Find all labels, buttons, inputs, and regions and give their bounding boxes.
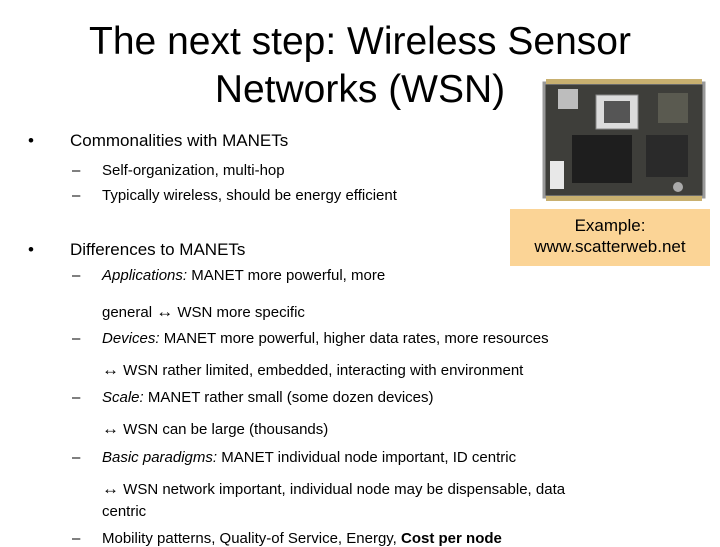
diff-mobility: Mobility patterns, Quality-of Service, E… — [102, 530, 502, 547]
slide-title: The next step: Wireless Sensor Networks … — [89, 20, 631, 111]
dash-marker: – — [72, 162, 81, 179]
dash-marker: – — [72, 449, 81, 466]
diff-applications-line1: Applications: MANET more powerful, more — [102, 267, 385, 284]
paradigms-wsn: WSN network important, individual node m… — [119, 481, 566, 498]
diff-scale-line2: ↔ WSN can be large (thousands) — [102, 419, 328, 439]
diff-paradigms-line1: Basic paradigms: MANET individual node i… — [102, 449, 516, 466]
sub-wireless: Typically wireless, should be energy eff… — [102, 187, 397, 204]
bullet-commonalities: Commonalities with MANETs — [70, 131, 289, 150]
diff-devices-line1: Devices: MANET more powerful, higher dat… — [102, 330, 549, 347]
bullet-marker: • — [28, 240, 34, 259]
dash-marker: – — [72, 389, 81, 406]
diff-paradigms-line3: centric — [102, 503, 147, 520]
dash-marker: – — [72, 530, 81, 547]
dash-marker: – — [72, 330, 81, 347]
devices-label: Devices: — [102, 330, 160, 347]
dash-marker: – — [72, 267, 81, 284]
applications-label: Applications: — [102, 267, 188, 284]
example-label: Example: — [574, 216, 646, 235]
dash-marker: – — [72, 187, 81, 204]
bullet-marker: • — [28, 131, 34, 150]
paradigms-text: MANET individual node important, ID cent… — [217, 449, 517, 466]
sensor-board-image — [542, 79, 706, 201]
bidirectional-arrow-icon: ↔ — [102, 419, 119, 438]
diff-applications-line2: general ↔ WSN more specific — [102, 302, 305, 322]
scale-wsn: WSN can be large (thousands) — [119, 421, 329, 438]
diff-devices-line2: ↔ WSN rather limited, embedded, interact… — [102, 360, 523, 380]
devices-text: MANET more powerful, higher data rates, … — [159, 330, 549, 347]
mobility-cost: Cost per node — [401, 530, 502, 547]
mobility-text: Mobility patterns, Quality-of Service, E… — [102, 530, 402, 547]
scale-text: MANET rather small (some dozen devices) — [143, 389, 434, 406]
bidirectional-arrow-icon: ↔ — [102, 479, 119, 498]
example-url: www.scatterweb.net — [534, 237, 686, 256]
scale-label: Scale: — [102, 389, 144, 406]
diff-paradigms-line2: ↔ WSN network important, individual node… — [102, 479, 565, 499]
applications-wsn: WSN more specific — [173, 304, 305, 321]
applications-general: general — [102, 304, 157, 321]
sub-self-organization: Self-organization, multi-hop — [102, 162, 285, 179]
paradigms-label: Basic paradigms: — [102, 449, 218, 466]
bidirectional-arrow-icon: ↔ — [102, 360, 119, 379]
example-callout: Example: www.scatterweb.net — [510, 209, 710, 266]
devices-wsn: WSN rather limited, embedded, interactin… — [119, 362, 524, 379]
bullet-differences: Differences to MANETs — [70, 240, 246, 259]
bidirectional-arrow-icon: ↔ — [156, 302, 174, 321]
diff-scale-line1: Scale: MANET rather small (some dozen de… — [102, 389, 434, 406]
applications-text: MANET more powerful, more — [187, 267, 386, 284]
